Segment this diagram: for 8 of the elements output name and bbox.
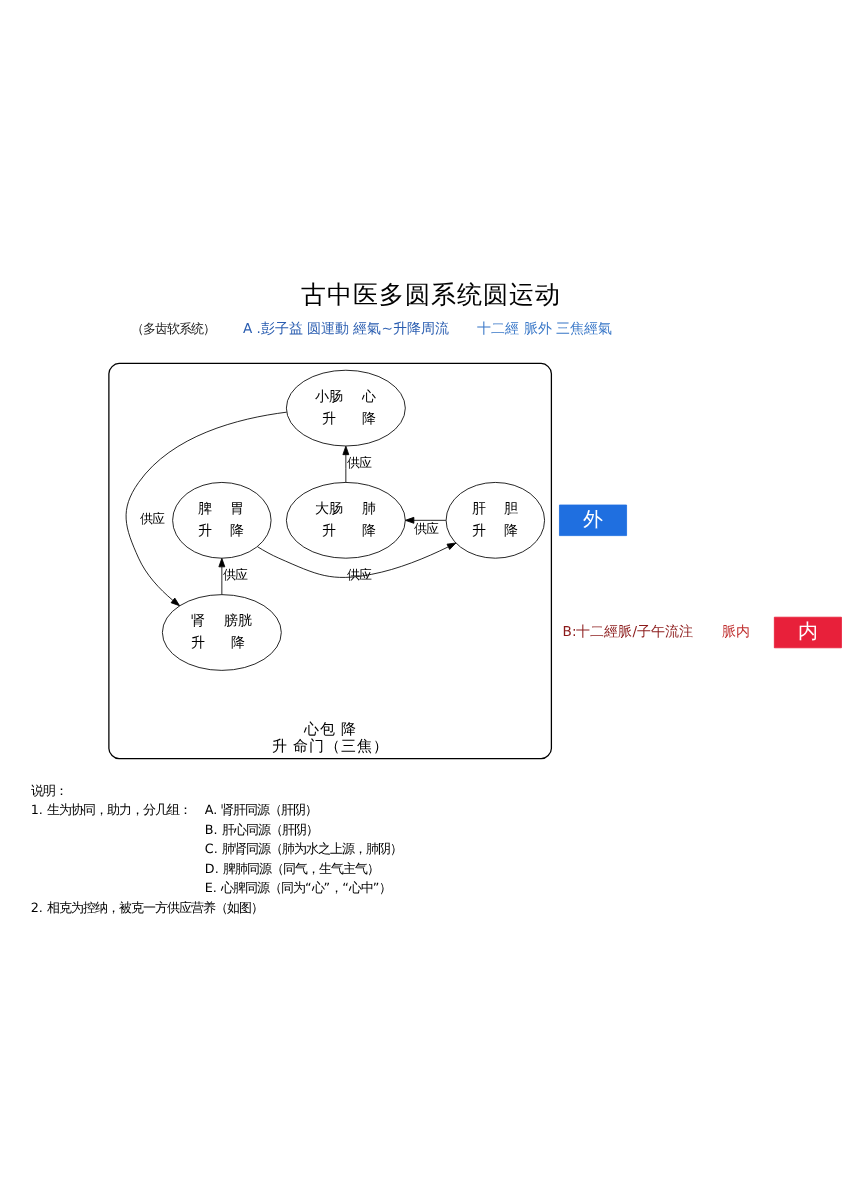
- arrow: [404, 515, 447, 523]
- arrow: [125, 410, 288, 606]
- diagram-title: 古中医多圆系统圆运动: [301, 280, 561, 311]
- label: 外: [583, 508, 604, 531]
- label: 内: [797, 620, 818, 643]
- arrow: [342, 444, 350, 482]
- arrow: [257, 541, 457, 577]
- arrow: [218, 556, 226, 594]
